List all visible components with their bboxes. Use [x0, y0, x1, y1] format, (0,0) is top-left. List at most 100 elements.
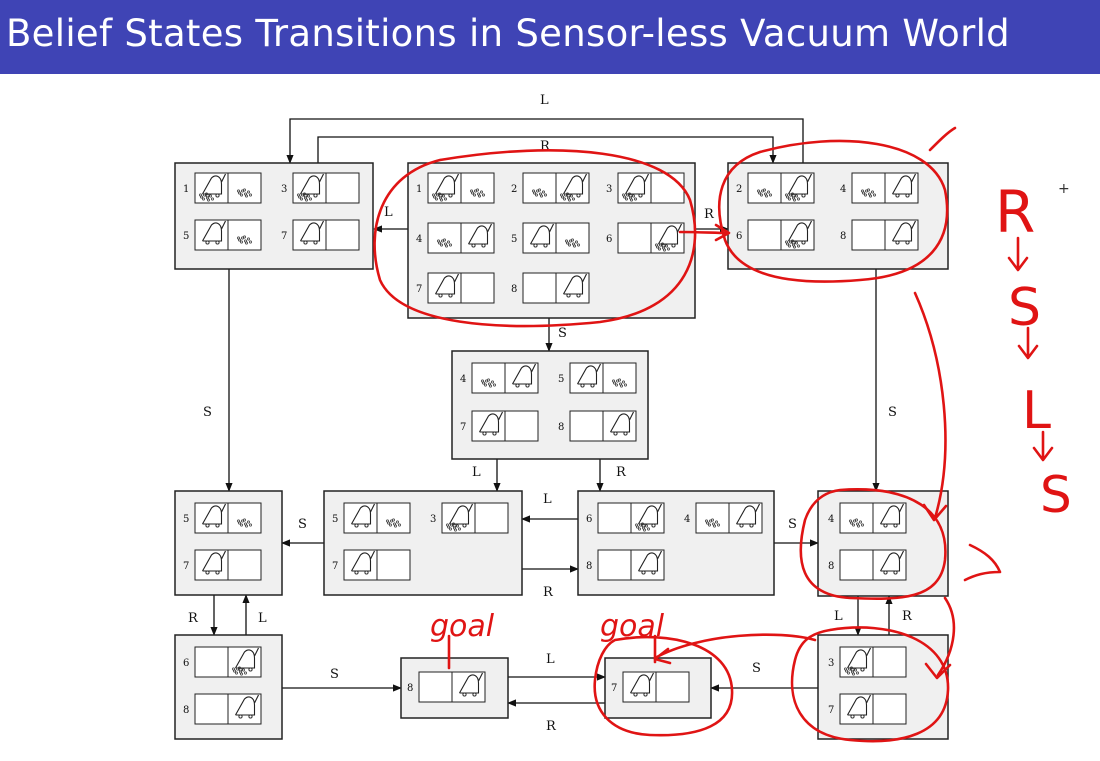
dirt-icon: [785, 239, 800, 249]
state-number: 4: [460, 374, 466, 385]
world-state-5: 5: [511, 222, 590, 254]
vacuum-icon: [880, 503, 904, 528]
belief-state-R-S: 48: [817, 490, 949, 597]
belief-state-after-S: 4 5 7 8: [451, 350, 649, 460]
world-state-8: 8: [840, 219, 919, 251]
edge-labels: L R L R S S S L R L R S S R L L R S L R …: [188, 93, 913, 734]
dirt-icon: [565, 238, 580, 248]
dirt-icon: [232, 666, 247, 676]
dirt-icon: [705, 518, 720, 528]
title-bar: Belief States Transitions in Sensor-less…: [0, 0, 1100, 74]
edge-label-R: R: [546, 719, 557, 734]
room-right: [227, 502, 262, 534]
state-number: 3: [281, 184, 287, 195]
edge-label-L: L: [834, 609, 843, 624]
dirt-icon: [849, 518, 864, 528]
room-right: [227, 549, 262, 581]
dirt-icon: [844, 666, 859, 676]
dirt-icon: [237, 235, 252, 245]
world-state-4: 4: [416, 222, 495, 254]
state-number: 4: [840, 184, 846, 195]
state-number: 7: [183, 561, 189, 572]
vacuum-icon: [638, 550, 662, 575]
state-number: 3: [606, 184, 612, 195]
edge-label-S: S: [788, 517, 797, 532]
vacuum-icon: [736, 503, 760, 528]
state-number: 8: [558, 422, 564, 433]
room-left: [194, 693, 229, 725]
world-state-6: 6: [736, 219, 815, 251]
world-state-7: 7: [460, 410, 539, 442]
vacuum-icon: [892, 220, 916, 245]
room-right: [872, 693, 907, 725]
edge-label-R: R: [704, 207, 715, 222]
state-number: 4: [828, 514, 834, 525]
handwritten-annotations: R S L S goal goal +: [373, 126, 1072, 743]
check-mark: [963, 543, 1002, 582]
belief-state-L-S: 57: [174, 490, 283, 596]
dirt-icon: [237, 188, 252, 198]
state-number: 5: [558, 374, 564, 385]
state-number: 7: [611, 683, 617, 694]
state-number: 2: [511, 184, 517, 195]
dirt-icon: [432, 192, 447, 202]
curve-to-R-S: [913, 291, 948, 522]
room-left: [418, 671, 453, 703]
state-number: 7: [416, 284, 422, 295]
state-number: 3: [828, 658, 834, 669]
world-state-7: 7: [281, 219, 360, 251]
dirt-icon: [560, 192, 575, 202]
edge-label-R: R: [188, 611, 199, 626]
circle-RS-L: [790, 626, 950, 743]
room-left: [471, 362, 506, 394]
room-left: [839, 549, 874, 581]
vacuum-icon: [459, 672, 483, 697]
room-left: [194, 646, 229, 678]
world-state-2: 2: [736, 172, 815, 204]
state-number: 3: [430, 514, 436, 525]
room-right: [227, 219, 262, 251]
state-number: 4: [416, 234, 422, 245]
room-left: [597, 549, 632, 581]
world-state-2: 2: [511, 172, 590, 204]
dirt-icon: [861, 188, 876, 198]
belief-state-RS-L: 37: [817, 634, 949, 740]
dirt-icon: [622, 192, 637, 202]
vacuum-icon: [563, 273, 587, 298]
slide-title: Belief States Transitions in Sensor-less…: [6, 12, 1010, 55]
edge-label-S: S: [558, 326, 567, 341]
vacuum-icon: [202, 503, 226, 528]
world-state-5: 5: [183, 502, 262, 534]
room-right: [227, 172, 262, 204]
edge-label-R: R: [543, 585, 554, 600]
edge-label-L: L: [546, 652, 555, 667]
state-number: 1: [416, 184, 422, 195]
vacuum-icon: [630, 672, 654, 697]
state-number: 8: [828, 561, 834, 572]
world-state-3: 3: [281, 172, 360, 204]
vacuum-icon: [530, 223, 554, 248]
world-state-7: 7: [332, 549, 411, 581]
world-state-8: 8: [407, 671, 486, 703]
world-state-4: 4: [460, 362, 539, 394]
room-left: [851, 219, 886, 251]
room-left: [747, 219, 782, 251]
seq-step-4: S: [1040, 466, 1072, 524]
state-number: 5: [332, 514, 338, 525]
room-left: [747, 172, 782, 204]
dirt-icon: [237, 518, 252, 528]
room-left: [597, 502, 632, 534]
world-state-7: 7: [183, 549, 262, 581]
edge-label-R: R: [540, 139, 551, 154]
world-state-7: 7: [416, 272, 495, 304]
room-left: [617, 222, 652, 254]
world-state-6: 6: [586, 502, 665, 534]
edge-label-L: L: [540, 93, 549, 108]
edge-label-S: S: [203, 405, 212, 420]
room-left: [569, 410, 604, 442]
room-right: [460, 272, 495, 304]
room-right: [872, 646, 907, 678]
world-state-8: 8: [183, 693, 262, 725]
tick-mark: [928, 126, 957, 152]
